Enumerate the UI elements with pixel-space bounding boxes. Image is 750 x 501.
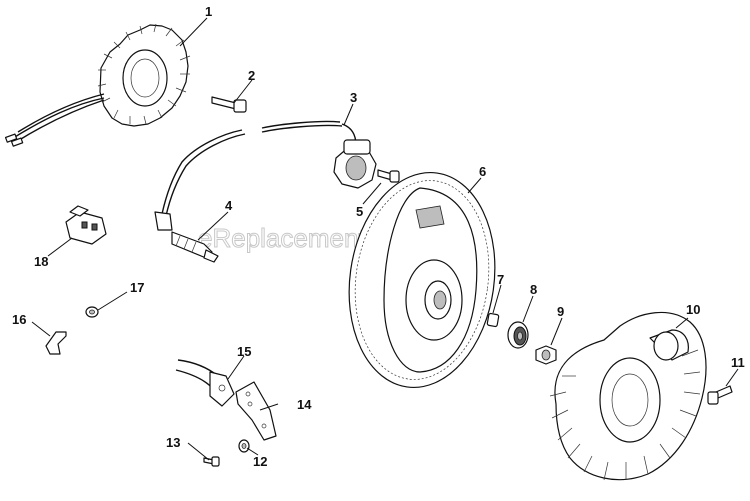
callout-7: 7 bbox=[497, 272, 504, 287]
part-7-key bbox=[486, 312, 500, 328]
callout-5: 5 bbox=[356, 204, 363, 219]
part-16-bracket bbox=[45, 331, 67, 355]
part-15-ground-lead bbox=[175, 359, 235, 407]
callout-18: 18 bbox=[34, 254, 48, 269]
callout-11: 11 bbox=[731, 355, 745, 370]
part-8-washer bbox=[507, 321, 529, 349]
callout-17: 17 bbox=[130, 280, 144, 295]
callout-1: 1 bbox=[205, 4, 212, 19]
callout-3: 3 bbox=[350, 90, 357, 105]
part-18-connector bbox=[65, 205, 107, 245]
callout-16: 16 bbox=[12, 312, 26, 327]
callout-2: 2 bbox=[248, 68, 255, 83]
part-17-washer bbox=[85, 306, 99, 318]
callout-8: 8 bbox=[530, 282, 537, 297]
part-14-bracket bbox=[235, 381, 277, 441]
callout-4: 4 bbox=[225, 198, 233, 213]
callout-15: 15 bbox=[237, 344, 251, 359]
callout-labels: 1 2 3 4 5 6 7 8 9 10 11 12 13 14 15 16 1… bbox=[12, 4, 745, 469]
part-10-fan bbox=[549, 311, 707, 481]
part-9-nut bbox=[535, 345, 557, 365]
part-13-screw bbox=[203, 456, 220, 467]
callout-13: 13 bbox=[166, 435, 180, 450]
callout-9: 9 bbox=[557, 304, 564, 319]
part-2-bolt bbox=[211, 96, 247, 113]
leader-lines bbox=[31, 17, 739, 461]
part-3-ignition-module bbox=[154, 120, 377, 231]
callout-10: 10 bbox=[686, 302, 700, 317]
part-12-washer bbox=[238, 439, 250, 453]
callout-14: 14 bbox=[297, 397, 312, 412]
callout-6: 6 bbox=[479, 164, 486, 179]
part-1-stator bbox=[4, 23, 191, 147]
part-6-flywheel bbox=[348, 171, 496, 389]
callout-12: 12 bbox=[253, 454, 267, 469]
part-11-screw bbox=[707, 385, 733, 405]
part-4-spark-plug bbox=[171, 231, 219, 263]
part-5-screw bbox=[377, 169, 400, 183]
